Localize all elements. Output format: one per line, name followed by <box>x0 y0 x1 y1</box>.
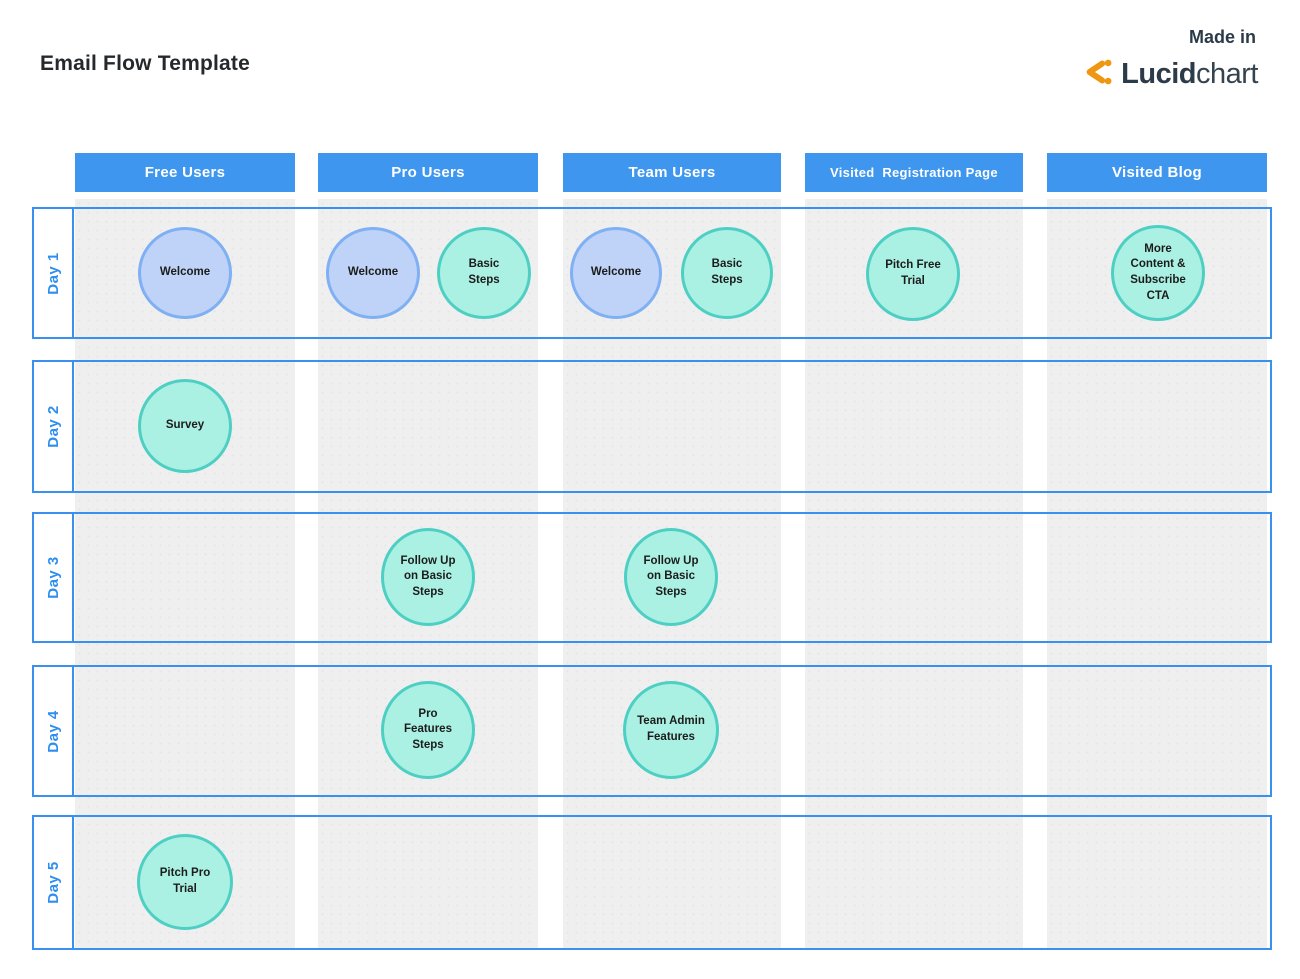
node-day3-pro-follow-up-basic-steps: Follow Up on Basic Steps <box>381 528 475 626</box>
day-label-day-5: Day 5 <box>44 861 62 904</box>
lucidchart-logo: Made in Lucidchart <box>1080 27 1258 94</box>
lucidchart-brand-row: Lucidchart <box>1080 55 1258 94</box>
node-day1-blog-more-content-subscribe-cta: More Content & Subscribe CTA <box>1111 225 1205 321</box>
row-band-day-4: Day 4 <box>32 665 1272 797</box>
node-day1-team-basic-steps: Basic Steps <box>681 227 773 319</box>
made-in-text: Made in <box>1188 27 1256 47</box>
day-label-day-3: Day 3 <box>44 556 62 599</box>
node-day4-team-admin-features: Team Admin Features <box>623 681 719 779</box>
column-header-visited-blog: Visited Blog <box>1047 153 1267 192</box>
node-day1-team-welcome: Welcome <box>570 227 662 319</box>
row-band-day-2: Day 2 <box>32 360 1272 493</box>
row-band-day-5: Day 5 <box>32 815 1272 950</box>
column-strip-visited-blog <box>1047 199 1267 950</box>
day-cell-day-3: Day 3 <box>34 514 74 641</box>
row-band-day-1: Day 1 <box>32 207 1272 339</box>
day-label-day-1: Day 1 <box>44 251 62 295</box>
column-header-visited-registration-page: Visited Registration Page <box>805 153 1023 192</box>
lucidchart-wordmark: Lucidchart <box>1121 60 1258 89</box>
column-header-team-users: Team Users <box>563 153 781 192</box>
day-label-day-4: Day 4 <box>44 709 62 753</box>
day-cell-day-1: Day 1 <box>34 209 74 337</box>
day-cell-day-4: Day 4 <box>34 667 74 795</box>
day-cell-day-2: Day 2 <box>34 362 74 491</box>
node-day1-pro-basic-steps: Basic Steps <box>437 227 531 319</box>
day-cell-day-5: Day 5 <box>34 817 74 948</box>
node-day1-free-welcome: Welcome <box>138 227 232 319</box>
node-day3-team-follow-up-basic-steps: Follow Up on Basic Steps <box>624 528 718 626</box>
brand-chart: chart <box>1196 58 1258 90</box>
column-header-pro-users: Pro Users <box>318 153 538 192</box>
column-strip-visited-registration-page <box>805 199 1023 950</box>
node-day2-free-survey: Survey <box>138 379 232 473</box>
column-header-free-users: Free Users <box>75 153 295 192</box>
brand-lucid: Lucid <box>1121 58 1197 90</box>
page-title: Email Flow Template <box>40 52 250 75</box>
node-day1-pro-welcome: Welcome <box>326 227 420 319</box>
day-label-day-2: Day 2 <box>44 405 62 448</box>
row-band-day-3: Day 3 <box>32 512 1272 643</box>
column-strip-free-users <box>75 199 295 950</box>
node-day4-pro-features-steps: Pro Features Steps <box>381 681 475 779</box>
node-day5-free-pitch-pro-trial: Pitch Pro Trial <box>137 834 233 930</box>
node-day1-registration-pitch-free-trial: Pitch Free Trial <box>866 227 960 321</box>
lucidchart-icon <box>1080 55 1114 94</box>
